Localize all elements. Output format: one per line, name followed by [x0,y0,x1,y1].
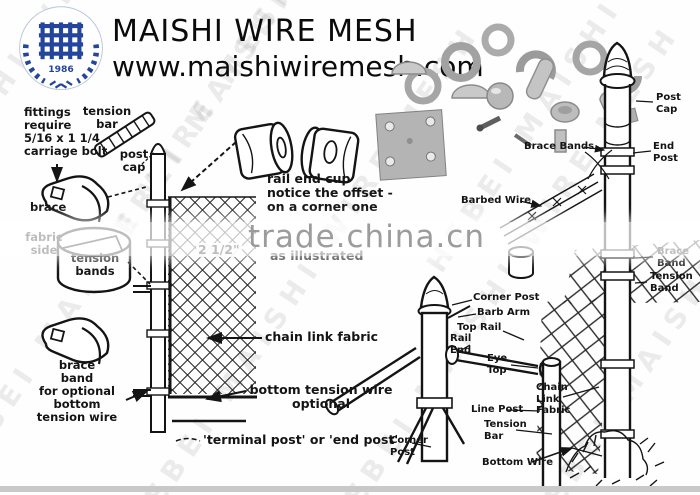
tension-bar-strip-drawing [94,111,156,158]
post-cap-label: post cap [119,147,149,174]
mesh-grid-icon [38,22,84,60]
rail-end-drawing [445,345,459,365]
tension-bar-label: Tension Bar [484,419,527,442]
corner-post-drawing [396,275,471,465]
company-title: MAISHI WIRE MESH [112,14,418,49]
bottom-tension-wire-label: bottom tension wire optional [249,382,393,411]
brace-label: brace [30,200,67,214]
fittings-photo [375,23,643,181]
wreath-bottom-icon [49,80,73,89]
brace-band-note-label: brace band for optional bottom tension w… [36,358,118,424]
bottom-wire-drawing [531,447,574,463]
brace-bands-label: Brace Bands [524,141,595,152]
corner-post-top-label: Corner Post [473,292,540,303]
top-rail-drawing [324,345,539,416]
watermark-band-text: trade.china.cn [248,219,485,255]
rail-end-label: Rail End [450,333,472,356]
barbed-wire-label: Barbed Wire [461,195,532,206]
terminal-post-label: 'terminal post' or 'end post' [203,432,399,447]
ground-drawing [565,429,665,487]
brace-band-fitting-drawing [41,317,110,365]
right-fence-diagram [324,41,700,490]
post-cap-label: Post Cap [656,92,681,115]
top-rail-label: Top Rail [457,322,502,333]
chain-link-fabric-label: Chain Link Fabric [536,382,571,416]
tension-bar-label: tension bar [82,104,132,131]
barb-arm-label: Barb Arm [477,307,531,318]
line-post-label: Line Post [471,404,524,415]
chain-link-fabric-label: chain link fabric [265,329,379,344]
fittings-note-label: fittings require 5/16 x 1 1/4 carriage b… [24,105,108,158]
bottom-border [0,486,700,492]
line-post-drawing [541,357,562,490]
corner-post-bottom-label: Corner Post [390,435,428,458]
tension-band-label: Tension Band [650,271,693,294]
rail-end-cup-drawing [233,121,360,184]
end-post-label: End Post [653,141,678,164]
rail-end-cup-note-label: rail end cup notice the offset - on a co… [267,171,393,214]
end-post-drawing [584,41,636,478]
brace-band-fitting-drawing [41,175,110,223]
eye-top-label: Eye Top [487,353,508,376]
barb-arm-drawing [447,305,471,319]
bottom-wire-label: Bottom Wire [482,457,553,468]
company-logo: 1986 [19,6,103,91]
logo-year: 1986 [48,64,74,75]
watermark-band: trade.china.cn [0,219,700,256]
